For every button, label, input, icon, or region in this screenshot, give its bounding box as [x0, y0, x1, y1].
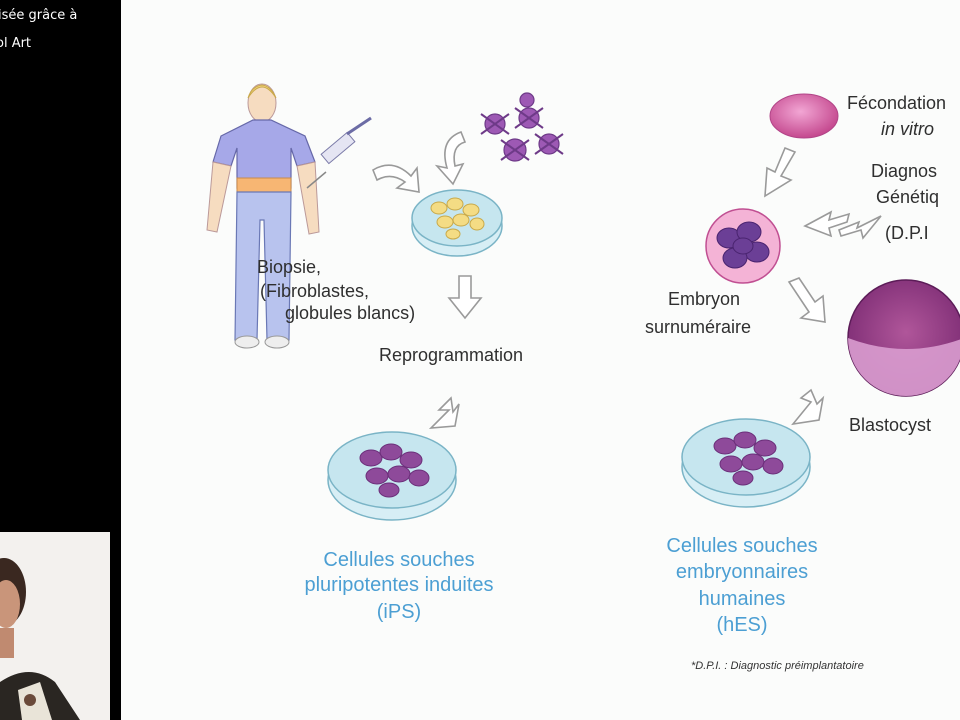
ivf-label-line1: Fécondation: [847, 93, 947, 113]
blastocyst-label: Blastocyst: [849, 415, 932, 435]
right-arrows: [764, 146, 882, 426]
footnote: *D.P.I. : Diagnostic préimplantatoire: [691, 660, 864, 672]
blastocyst: [847, 279, 960, 397]
dpi-label-line1: Diagnos: [871, 161, 938, 181]
dpi-label-line3: (D.P.I: [885, 223, 929, 243]
embryo-cell: [705, 208, 781, 284]
biopsy-label-line3: globules blancs): [285, 303, 416, 323]
ips-caption-line1: Cellules souches: [323, 549, 475, 571]
ivf-label-line2: in vitro: [881, 119, 935, 139]
slide: Biopsie, (Fibroblastes, globules blancs)…: [121, 0, 960, 720]
fertilized-egg: [769, 93, 839, 139]
syringe-icon: [306, 116, 372, 189]
hes-dish: [681, 418, 811, 508]
reprogramming-label: Reprogrammation: [379, 345, 524, 365]
ips-caption-line2: pluripotentes induites: [304, 574, 494, 596]
sidebar-caption-line2: ol Art: [0, 36, 32, 51]
ips-caption-line3: (iPS): [376, 601, 422, 623]
fibroblast-dish: [411, 189, 503, 257]
presenter-webcam: [0, 532, 110, 720]
down-arrows-left: [428, 275, 483, 429]
embryo-label-line1: Embryon: [668, 289, 741, 309]
biopsy-label-line2: (Fibroblastes,: [260, 281, 370, 301]
biopsy-label-line1: Biopsie,: [257, 257, 322, 277]
sidebar-caption-line1: isée grâce à: [0, 8, 78, 23]
hes-caption-line1: Cellules souches: [666, 535, 818, 557]
hes-caption-line3: humaines: [698, 588, 786, 610]
curved-arrows: [372, 130, 467, 193]
dpi-label-line2: Génétiq: [876, 187, 940, 207]
sidebar-panel: isée grâce à ol Art: [0, 0, 120, 720]
person-figure: [206, 83, 320, 349]
embryo-label-line2: surnuméraire: [645, 317, 752, 337]
hes-caption-line4: (hES): [716, 614, 768, 636]
hes-caption-line2: embryonnaires: [675, 561, 809, 583]
ips-dish: [327, 431, 457, 521]
diagram-artwork: [206, 83, 960, 521]
virus-particles: [480, 92, 564, 162]
